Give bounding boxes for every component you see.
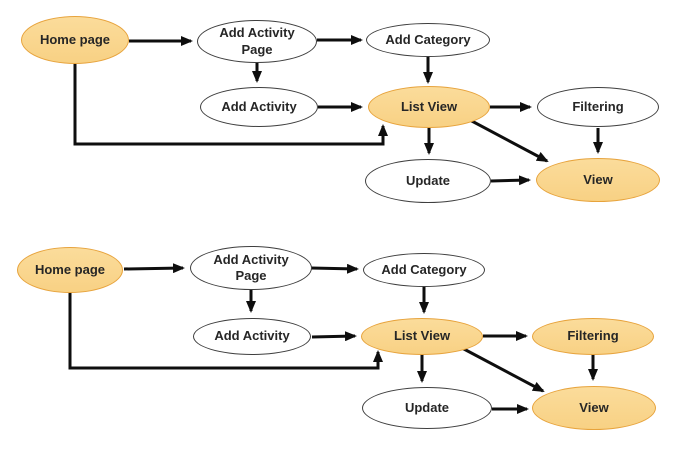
node-filtering-bottom: Filtering — [532, 318, 654, 355]
node-view-top: View — [536, 158, 660, 202]
arrow-addactivity-to-listview-2 — [311, 331, 357, 342]
node-home-page-top: Home page — [21, 16, 129, 64]
node-label: List View — [400, 98, 458, 114]
node-label: Home page — [34, 261, 106, 277]
node-add-category-top: Add Category — [366, 23, 490, 57]
node-label: List View — [393, 328, 451, 344]
node-add-activity-bottom: Add Activity — [193, 318, 311, 355]
node-home-page-bottom: Home page — [17, 247, 123, 293]
node-label: Update — [404, 399, 450, 415]
node-update-bottom: Update — [362, 387, 492, 429]
arrow-listview-to-view-diagonal-2 — [461, 346, 545, 393]
arrow-home-to-listview-elbow-2 — [68, 293, 383, 370]
node-label: Filtering — [572, 98, 624, 114]
node-view-bottom: View — [532, 386, 656, 430]
node-add-activity-top: Add Activity — [200, 87, 318, 127]
node-label: Add Category — [385, 31, 471, 47]
node-list-view-bottom: List View — [361, 318, 483, 355]
node-label: Add Category — [381, 261, 467, 277]
arrow-addactivitypage-to-addcategory-2 — [310, 263, 359, 274]
node-label: Home page — [39, 31, 111, 47]
node-label: Add Activity Page — [219, 25, 295, 57]
node-label: Add Activity — [221, 98, 297, 114]
node-label: View — [579, 399, 609, 415]
node-label: Update — [405, 172, 451, 188]
node-label: Add Activity Page — [213, 251, 289, 283]
node-add-activity-page-top: Add Activity Page — [197, 20, 317, 63]
arrow-listview-to-view-diagonal — [467, 117, 549, 163]
arrow-home-to-addactivitypage-2 — [123, 263, 185, 274]
node-label: Add Activity — [214, 328, 290, 344]
node-add-category-bottom: Add Category — [363, 253, 485, 287]
arrow-home-to-listview-elbow — [73, 64, 388, 146]
node-list-view-top: List View — [368, 86, 490, 128]
node-add-activity-page-bottom: Add Activity Page — [190, 246, 312, 290]
node-label: Filtering — [567, 328, 619, 344]
node-update-top: Update — [365, 159, 491, 203]
arrow-update-to-view — [490, 175, 531, 186]
node-filtering-top: Filtering — [537, 87, 659, 127]
node-label: View — [583, 171, 613, 187]
